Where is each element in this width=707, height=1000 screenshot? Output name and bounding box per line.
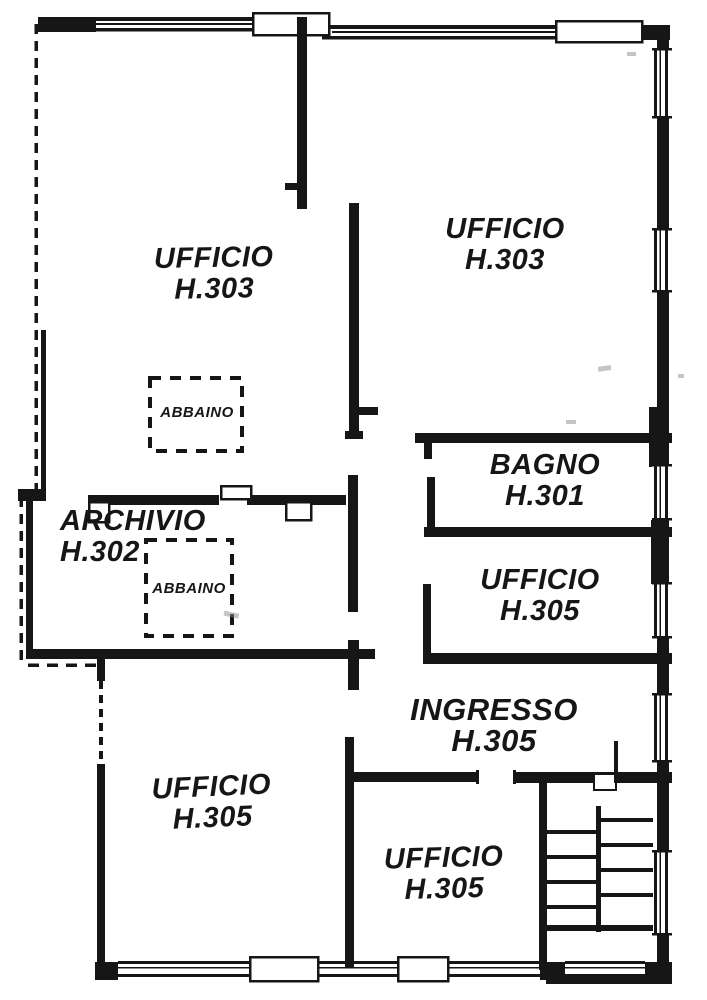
label-archivio-h302: ARCHIVIO H.302 [60,506,206,568]
room-code: H.303 [465,244,545,276]
room-code: H.305 [172,800,254,836]
bottom-wall-window-frames [248,955,450,983]
room-name: ARCHIVIO [60,505,206,537]
right-wall-windows [652,48,672,936]
left-boundary [18,24,100,667]
abbaino-skylight-boxes [144,376,244,638]
label-ingresso-h305: INGRESSO H.305 [410,694,578,756]
room-name: UFFICIO [445,213,565,245]
label-ufficio-h303-top-right: UFFICIO H.303 [445,214,565,276]
scan-noise [223,52,684,619]
label-ufficio-h303-top-left: UFFICIO H.303 [153,240,275,306]
label-ufficio-h305-bottom-middle: UFFICIO H.305 [383,840,504,907]
room-code: H.302 [60,536,140,568]
room-code: H.301 [505,480,585,512]
room-name: INGRESSO [410,692,578,727]
room-name: UFFICIO [480,564,600,596]
room-code: H.305 [451,723,537,758]
label-abbaino-lower: ABBAINO [152,580,226,597]
room-code: H.305 [500,595,580,627]
label-ufficio-h305-right: UFFICIO H.305 [480,565,600,627]
room-code: H.303 [174,272,255,306]
room-name: BAGNO [489,449,601,481]
bottom-wall [95,960,672,984]
top-wall-window-frames [251,11,644,44]
label-bagno-h301: BAGNO H.301 [490,450,600,512]
room-name: UFFICIO [383,840,504,876]
room-code: H.305 [404,871,485,907]
label-abbaino-upper: ABBAINO [160,404,234,421]
interior-walls [26,17,672,970]
room-name: UFFICIO [153,240,274,276]
room-name: UFFICIO [150,768,272,806]
label-ufficio-h305-bottom-left: UFFICIO H.305 [150,768,273,836]
stairs [547,806,653,932]
